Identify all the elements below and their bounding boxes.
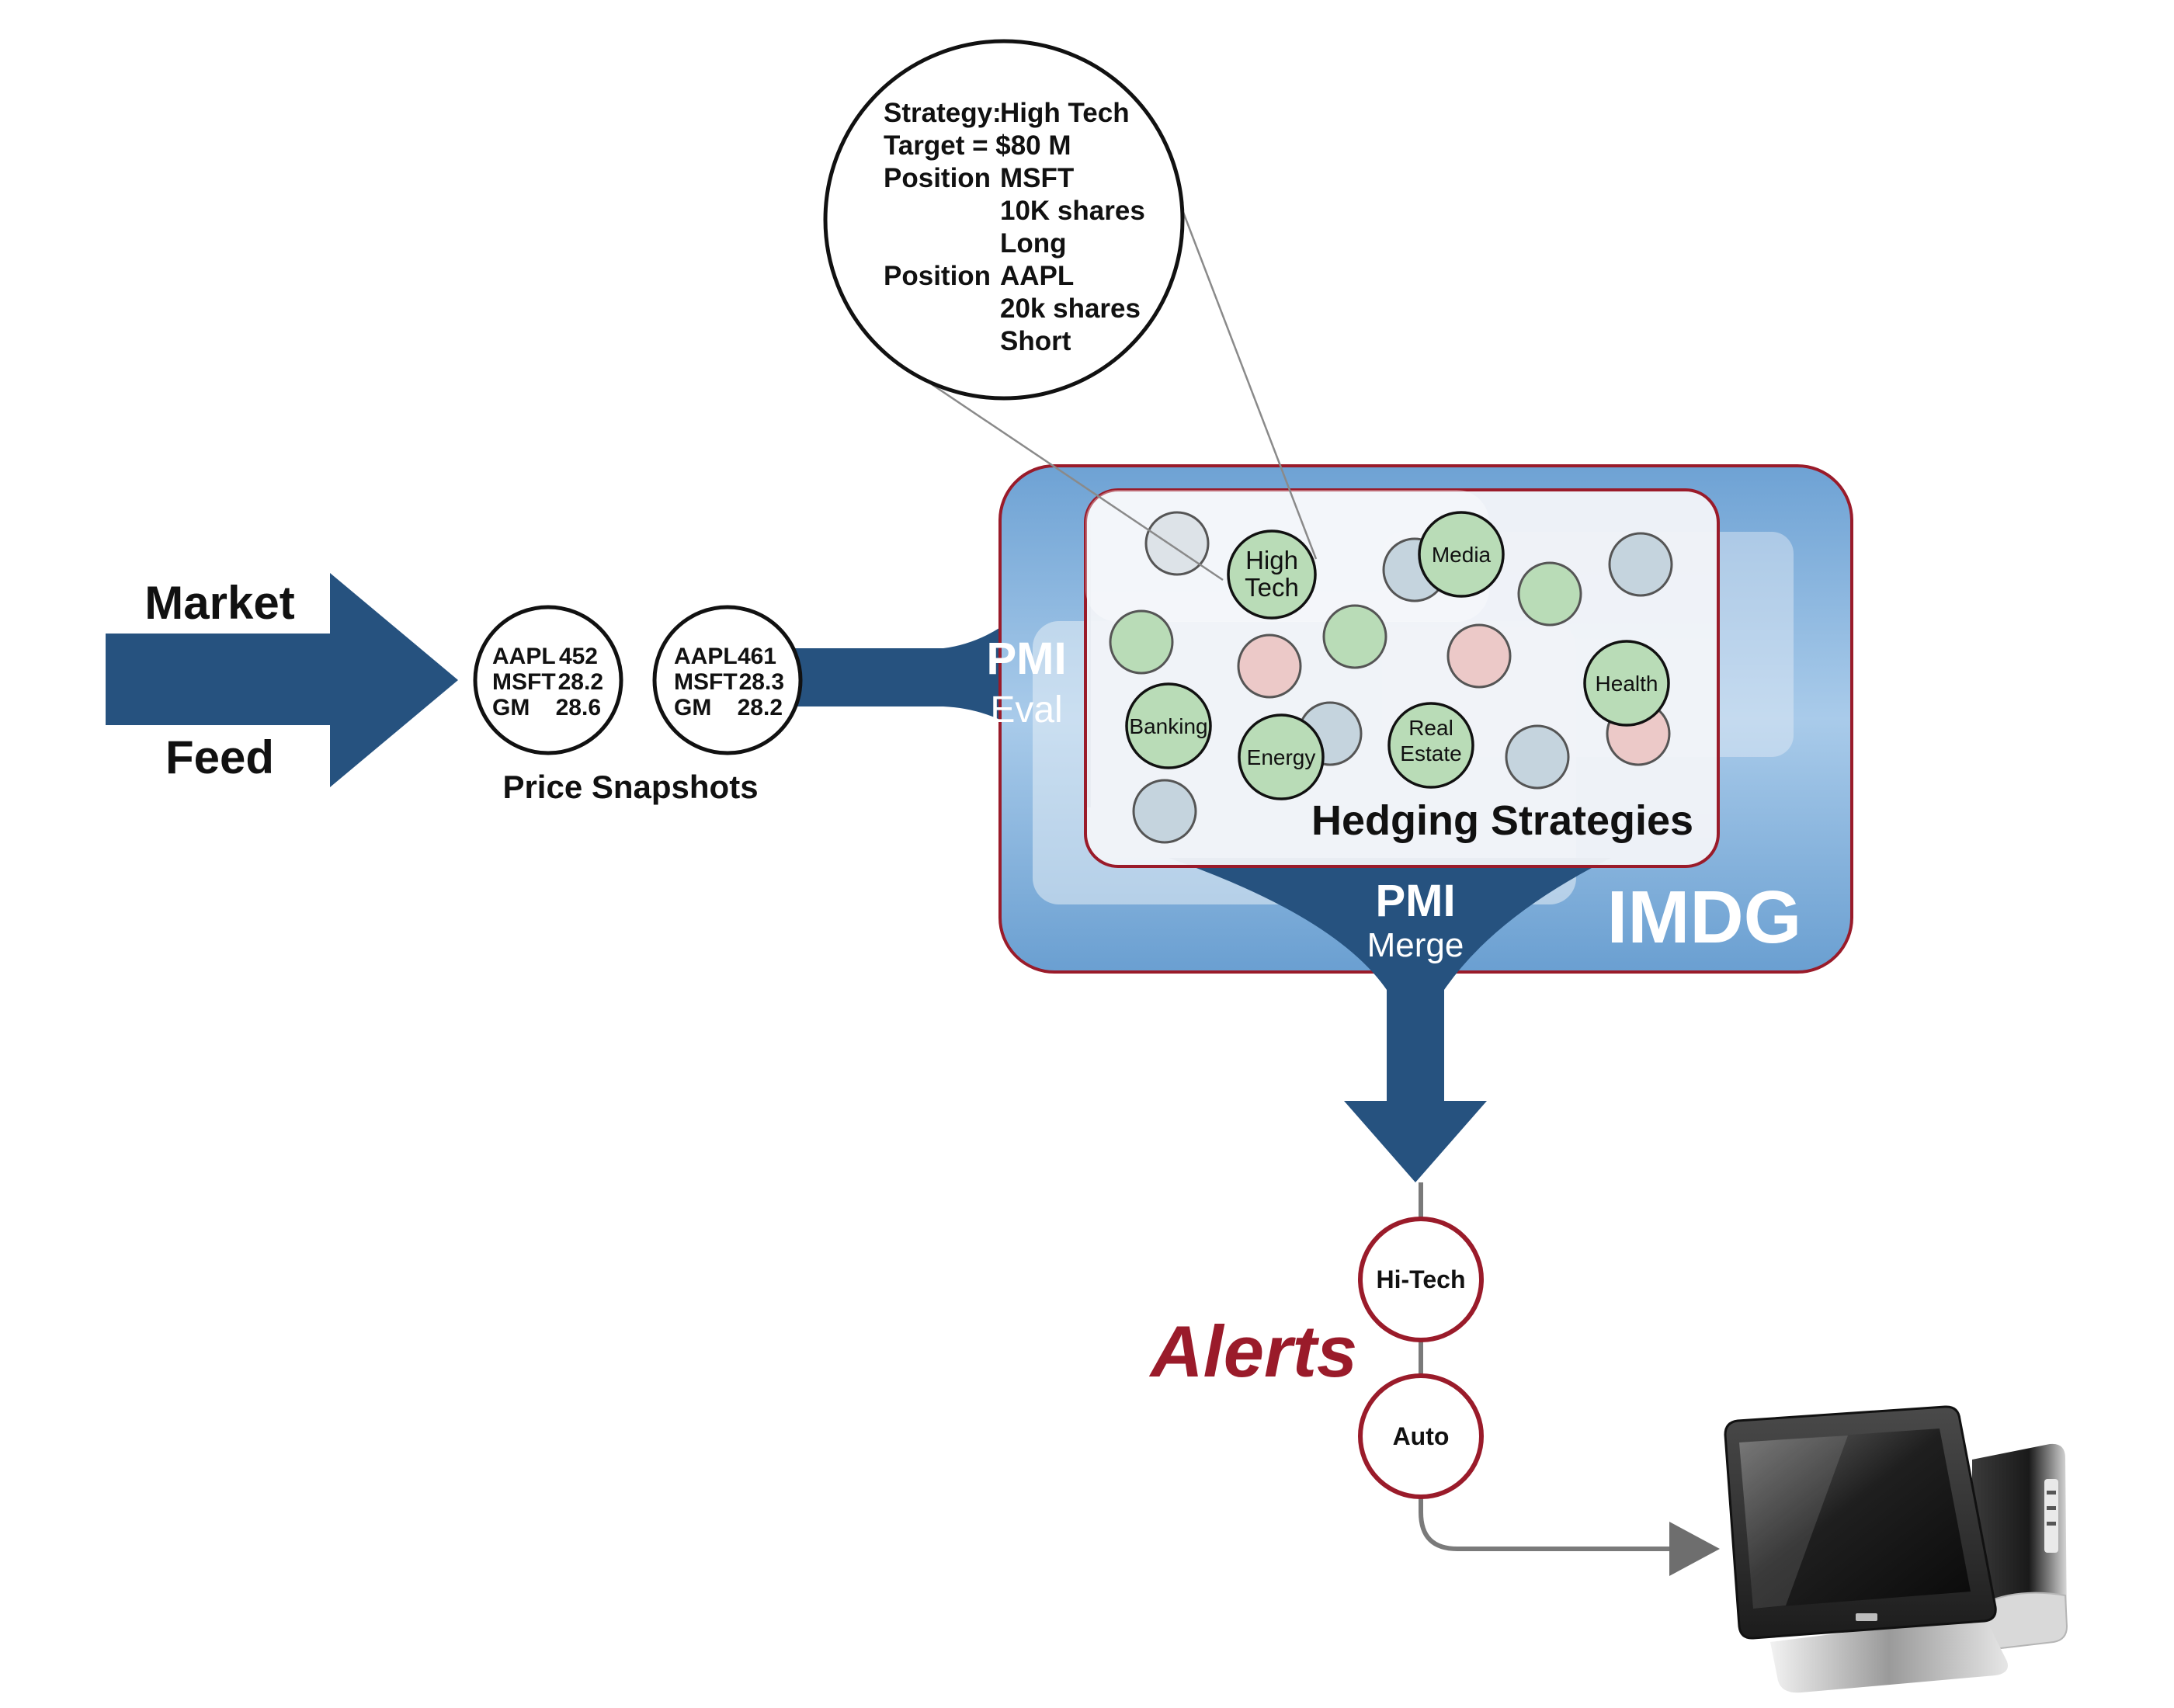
snapshot-2-row-3-value: 28.2	[738, 695, 783, 720]
price-snapshots-caption: Price Snapshots	[502, 769, 758, 805]
callout-target: Target = $80 M	[884, 130, 1071, 161]
imdg-label: IMDG	[1607, 876, 1802, 959]
strategy-node	[1446, 623, 1512, 689]
strategy-node	[1505, 724, 1570, 790]
snapshot-2-row-3-symbol: GM	[674, 695, 711, 720]
high-tech-label-line1: High	[1245, 546, 1298, 575]
real-estate-label-line2: Estate	[1400, 741, 1461, 765]
pmi-merge-funnel	[1169, 858, 1611, 1182]
snapshot-2-row-1-symbol: AAPL	[674, 644, 738, 669]
strategy-node	[1109, 609, 1174, 675]
callout-position-2-symbol: AAPL	[1000, 261, 1074, 291]
snapshot-2-row-2-value: 28.3	[739, 669, 784, 695]
pmi-eval-title: PMI	[986, 634, 1066, 684]
snapshot-1-row-2-symbol: MSFT	[492, 669, 556, 695]
alerts-title: Alerts	[1149, 1311, 1357, 1392]
strategy-node-high-tech: High Tech	[1227, 529, 1317, 620]
pmi-merge-subtitle: Merge	[1367, 926, 1464, 964]
alert-auto[interactable]: Auto	[1358, 1373, 1484, 1499]
media-label: Media	[1432, 543, 1492, 567]
callout-position-1-label: Position	[884, 163, 991, 193]
alert-auto-label: Auto	[1393, 1422, 1450, 1450]
strategy-node	[1132, 779, 1197, 844]
strategy-node-banking: Banking	[1125, 682, 1212, 769]
alert-hi-tech-label: Hi-Tech	[1377, 1265, 1466, 1293]
snapshot-2-row-1-value: 461	[738, 644, 776, 669]
feed-label: Feed	[165, 731, 274, 783]
hedging-strategies-label: Hedging Strategies	[1311, 797, 1693, 844]
strategy-node	[1608, 532, 1673, 597]
real-estate-label-line1: Real	[1408, 716, 1453, 740]
snapshot-1-row-2-value: 28.2	[558, 669, 603, 695]
callout-pointer-lines	[931, 193, 1318, 581]
price-snapshot-2: AAPL 461 MSFT 28.3 GM 28.2	[652, 605, 803, 755]
strategy-node-energy: Energy	[1238, 713, 1325, 800]
callout-position-2-label: Position	[884, 261, 991, 291]
strategy-node	[1322, 604, 1387, 669]
health-label: Health	[1596, 672, 1658, 696]
pmi-eval-subtitle: Eval	[990, 689, 1062, 731]
market-feed-arrow	[106, 573, 458, 787]
strategy-node-real-estate: Real Estate	[1387, 702, 1474, 789]
callout-strategy-value: High Tech	[1000, 98, 1130, 128]
callout-position-2-shares: 20k shares	[1000, 293, 1141, 324]
snapshot-1-row-3-symbol: GM	[492, 695, 530, 720]
strategy-node	[1144, 511, 1210, 576]
callout-position-1-symbol: MSFT	[1000, 163, 1074, 193]
energy-label: Energy	[1247, 745, 1316, 769]
strategy-node	[1517, 561, 1582, 627]
price-snapshot-1: AAPL 452 MSFT 28.2 GM 28.6	[473, 605, 623, 755]
high-tech-label-line2: Tech	[1245, 573, 1299, 602]
snapshot-2-row-2-symbol: MSFT	[674, 669, 738, 695]
strategy-node-health: Health	[1583, 640, 1670, 727]
callout-strategy-label: Strategy:	[884, 98, 1002, 128]
strategy-detail-callout: Strategy: High Tech Target = $80 M Posit…	[823, 39, 1185, 401]
snapshot-1-row-1-value: 452	[559, 644, 598, 669]
snapshot-1-row-3-value: 28.6	[556, 695, 601, 720]
banking-label: Banking	[1129, 714, 1207, 738]
snapshot-1-row-1-symbol: AAPL	[492, 644, 556, 669]
strategy-node-media: Media	[1418, 511, 1505, 598]
pmi-merge-title: PMI	[1375, 876, 1455, 926]
alerts-arrowhead	[1669, 1522, 1720, 1576]
callout-position-1-shares: 10K shares	[1000, 196, 1145, 226]
market-label: Market	[144, 577, 294, 629]
strategy-node	[1237, 634, 1302, 699]
strategy-nodes	[1109, 511, 1673, 844]
alert-hi-tech[interactable]: Hi-Tech	[1358, 1217, 1484, 1342]
desktop-computer-icon	[1724, 1405, 2068, 1693]
callout-position-1-direction: Long	[1000, 228, 1067, 259]
pmi-eval-flow	[784, 512, 1091, 807]
callout-position-2-direction: Short	[1000, 326, 1071, 356]
